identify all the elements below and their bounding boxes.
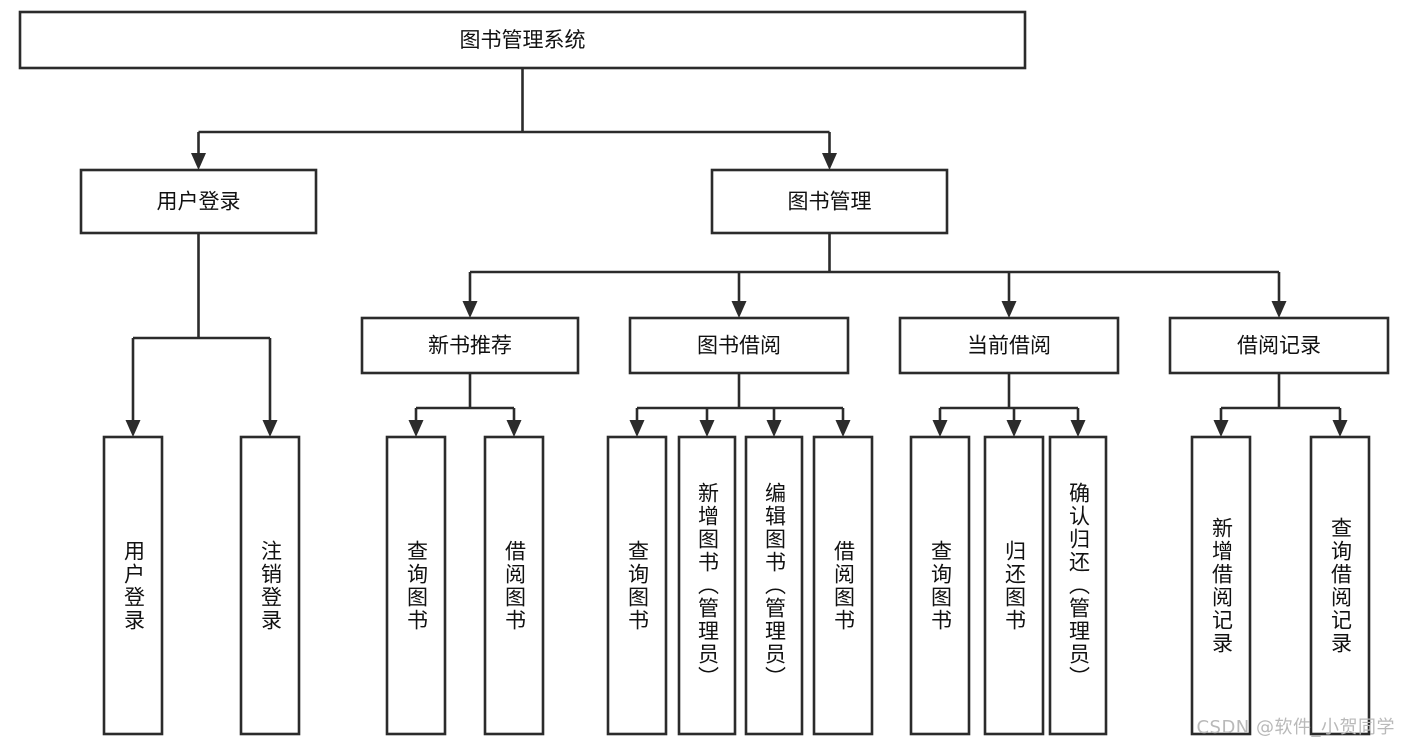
arrow-head-icon (699, 420, 715, 437)
node-leaf-注销登录[interactable] (239, 435, 301, 736)
node-leaf-借阅图书[interactable] (483, 435, 545, 736)
node-level2-图书借阅[interactable]: 图书借阅 (628, 316, 850, 375)
node-label: 用户登录 (157, 190, 241, 214)
arrow-head-icon (932, 420, 948, 437)
node-leaf-借阅图书[interactable] (812, 435, 874, 736)
node-rect (710, 168, 949, 235)
arrow-head-icon (1070, 420, 1086, 437)
node-rect (628, 316, 850, 375)
node-leaf-查询图书[interactable] (385, 435, 447, 736)
node-leaf-查询借阅记录[interactable] (1309, 435, 1371, 736)
node-leaf-编辑图书（管理员）[interactable] (744, 435, 804, 736)
node-leaf-归还图书[interactable] (983, 435, 1045, 736)
node-leaf-查询图书[interactable] (606, 435, 668, 736)
arrow-head-icon (731, 301, 747, 318)
arrow-head-icon (506, 420, 522, 437)
node-leaf-新增借阅记录[interactable] (1190, 435, 1252, 736)
node-level1-图书管理[interactable]: 图书管理 (710, 168, 949, 235)
node-rect (18, 10, 1027, 70)
node-label: 新书推荐 (428, 334, 512, 358)
node-label: 图书管理 (788, 190, 872, 214)
node-level1-用户登录[interactable]: 用户登录 (79, 168, 318, 235)
node-label: 图书管理系统 (460, 28, 586, 52)
node-label: 借阅记录 (1237, 334, 1321, 358)
arrow-head-icon (125, 420, 141, 437)
arrow-head-icon (1213, 420, 1229, 437)
node-rect (360, 316, 580, 375)
node-leaf-新增图书（管理员）[interactable] (677, 435, 737, 736)
arrow-head-icon (462, 301, 478, 318)
node-rect (1168, 316, 1390, 375)
node-rect (898, 316, 1120, 375)
arrow-head-icon (1271, 301, 1287, 318)
arrow-head-icon (262, 420, 278, 437)
arrow-head-icon (835, 420, 851, 437)
arrow-head-icon (766, 420, 782, 437)
node-leaf-查询图书[interactable] (909, 435, 971, 736)
node-leaf-用户登录[interactable] (102, 435, 164, 736)
node-level2-新书推荐[interactable]: 新书推荐 (360, 316, 580, 375)
arrow-head-icon (1006, 420, 1022, 437)
node-level2-当前借阅[interactable]: 当前借阅 (898, 316, 1120, 375)
node-root-图书管理系统[interactable]: 图书管理系统 (18, 10, 1027, 70)
node-label: 当前借阅 (967, 334, 1051, 358)
arrow-head-icon (629, 420, 645, 437)
arrow-head-icon (1001, 301, 1017, 318)
node-leaf-确认归还（管理员）[interactable] (1048, 435, 1108, 736)
arrow-head-icon (1332, 420, 1348, 437)
arrow-head-icon (191, 153, 206, 170)
watermark-text: CSDN @软件_小贺同学 (1196, 717, 1395, 738)
node-level2-借阅记录[interactable]: 借阅记录 (1168, 316, 1390, 375)
arrow-head-icon (822, 153, 837, 170)
connector-edges (125, 68, 1348, 437)
node-rect (79, 168, 318, 235)
arrow-head-icon (408, 420, 424, 437)
node-label: 图书借阅 (697, 334, 781, 358)
